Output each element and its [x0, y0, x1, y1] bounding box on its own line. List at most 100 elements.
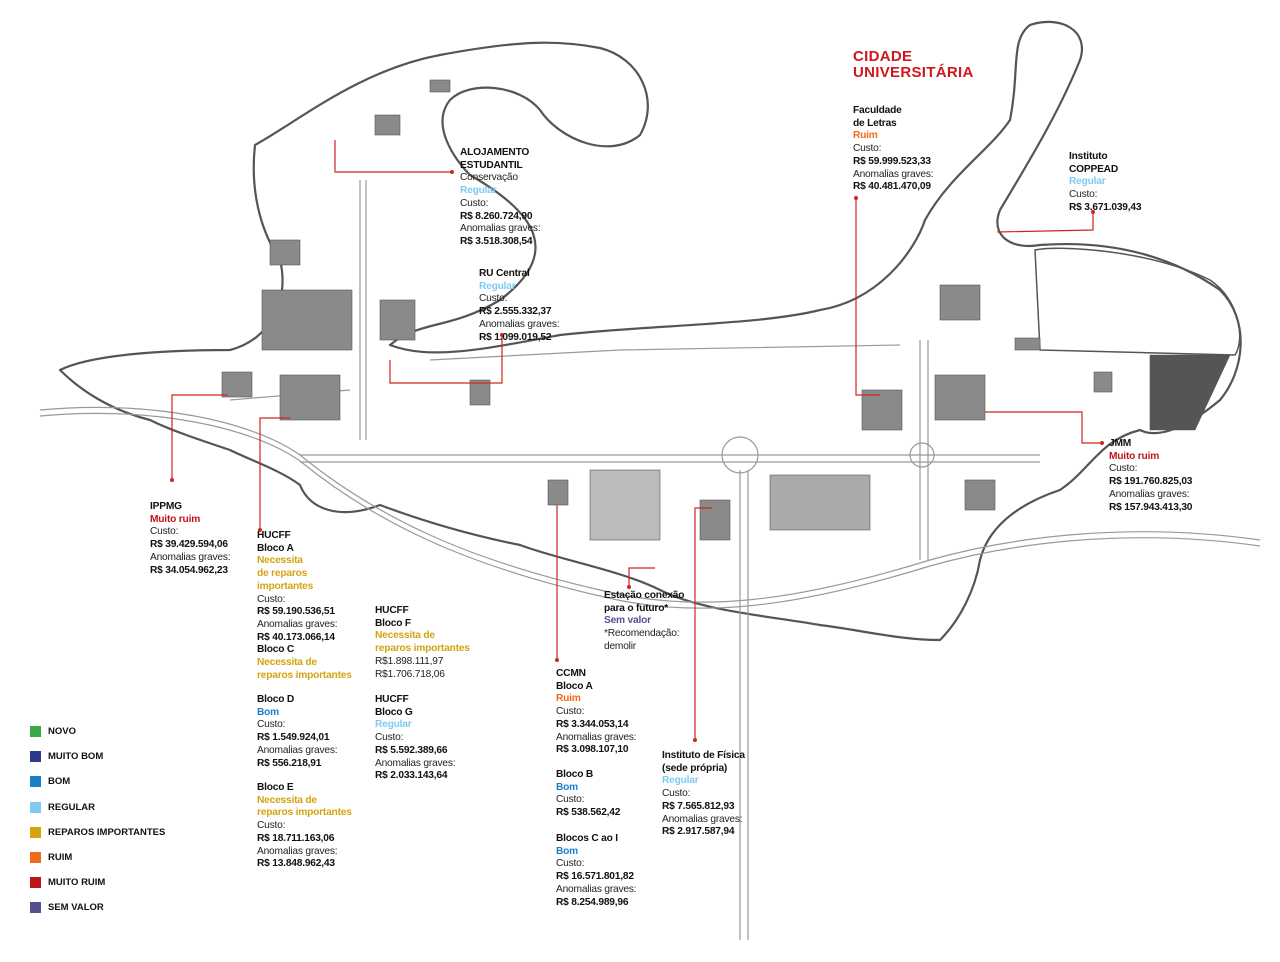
cost-value: R$ 157.943.413,30 [1109, 501, 1193, 513]
cost-value: R$ 5.592.389,66 [375, 744, 448, 756]
label-text: Custo: [375, 732, 404, 744]
title-line-1: CIDADE [853, 48, 913, 65]
status-label: Necessita de [375, 630, 435, 642]
label-text: Anomalias graves: [853, 168, 934, 180]
cost-value: R$ 59.999.523,33 [853, 155, 931, 167]
building-name: COPPEAD [1069, 163, 1118, 175]
cost-value: R$ 1.549.924,01 [257, 732, 330, 744]
cost-value: R$ 556.218,91 [257, 757, 322, 769]
building-name: Estação conexão [604, 590, 685, 601]
building-name: Bloco G [375, 706, 413, 718]
cost-value: R$ 16.571.801,82 [556, 871, 634, 883]
label-text: Anomalias graves: [257, 744, 338, 756]
cost-value: R$ 3.098.107,10 [556, 744, 629, 756]
legend-swatch [30, 877, 41, 889]
building-name: Bloco F [375, 617, 411, 629]
status-label: reparos importantes [375, 643, 470, 655]
status-label: Regular [460, 185, 497, 197]
legend-label: REGULAR [48, 801, 95, 813]
label-text: Custo: [150, 526, 179, 538]
cost-value: R$ 59.190.536,51 [257, 606, 335, 618]
status-label: reparos importantes [257, 807, 352, 819]
legend-label: MUITO BOM [48, 751, 104, 763]
building-name: IPPMG [150, 501, 182, 512]
label-text: Conservação [460, 172, 518, 184]
cost-value: R$ 3.671.039,43 [1069, 201, 1142, 213]
building-name: Bloco A [257, 542, 294, 554]
building-name: CCMN [556, 668, 586, 679]
legend-item-sem_valor: SEM VALOR [30, 895, 165, 920]
label-text: Anomalias graves: [257, 618, 338, 630]
building-name: Bloco D [257, 694, 295, 705]
label-text: Custo: [1069, 189, 1098, 201]
building-name: HUCFF [375, 605, 409, 616]
cost-value: R$ 18.711.163,06 [257, 832, 335, 844]
label-text: Custo: [1109, 463, 1138, 475]
legend-item-bom: BOM [30, 769, 165, 794]
cost-value: R$ 7.565.812,93 [662, 800, 735, 812]
condition-legend: NOVO MUITO BOM BOM REGULAR REPAROS IMPORTANT… [30, 719, 165, 921]
status-label: Necessita de [257, 657, 317, 669]
legend-swatch [30, 801, 41, 813]
cost-value: R$ 8.260.724,90 [460, 210, 533, 222]
label-text: demolir [604, 640, 637, 652]
label-text: R$1.898.111,97 [375, 655, 444, 667]
label-text: Custo: [853, 143, 882, 155]
status-label: Bom [556, 845, 579, 857]
status-label: Bom [257, 706, 280, 718]
legend-item-muito_ruim: MUITO RUIM [30, 870, 165, 895]
building-name: JMM [1109, 438, 1132, 449]
leader-dots [170, 170, 1104, 742]
label-text: Anomalias graves: [150, 551, 231, 563]
legend-swatch [30, 751, 41, 763]
label-text: Anomalias graves: [556, 883, 637, 895]
legend-swatch [30, 726, 41, 738]
label-instituto-de-fisica: Instituto de Física(sede própria)Regular… [662, 750, 745, 839]
cost-value: R$ 40.173.066,14 [257, 631, 335, 643]
status-label: Ruim [853, 130, 878, 142]
status-label: Necessita de [257, 794, 317, 806]
legend-item-ruim: RUIM [30, 845, 165, 870]
cost-value: R$ 3.344.053,14 [556, 718, 629, 730]
status-label: Muito ruim [150, 513, 201, 525]
cost-value: R$ 39.429.594,06 [150, 539, 228, 551]
cost-value: R$ 34.054.962,23 [150, 564, 228, 576]
legend-item-regular: REGULAR [30, 795, 165, 820]
label-text: Custo: [556, 794, 585, 806]
status-label: Ruim [556, 693, 581, 705]
label-text: Anomalias graves: [662, 813, 743, 825]
status-label: Regular [479, 280, 516, 292]
legend-swatch [30, 826, 41, 838]
legend-label: REPAROS IMPORTANTES [48, 826, 166, 838]
legend-swatch [30, 852, 41, 864]
map-title: CIDADE UNIVERSITÁRIA [853, 49, 974, 81]
cost-value: R$ 2.033.143,64 [375, 770, 448, 782]
status-label: Regular [1069, 176, 1106, 188]
status-label: de reparos [257, 568, 308, 580]
label-text: Custo: [257, 593, 286, 605]
status-label: reparos importantes [257, 669, 352, 681]
cost-value: R$ 3.518.308,54 [460, 235, 533, 247]
building-name: ESTUDANTIL [460, 159, 523, 171]
label-text: Custo: [257, 820, 286, 832]
label-text: Custo: [460, 197, 489, 209]
cost-value: R$ 8.254.989,96 [556, 896, 629, 908]
legend-label: NOVO [48, 726, 76, 738]
cost-value: R$ 538.562,42 [556, 807, 621, 819]
cost-value: R$ 40.481.470,09 [853, 181, 931, 193]
legend-label: SEM VALOR [48, 902, 104, 914]
legend-label: MUITO RUIM [48, 877, 106, 889]
